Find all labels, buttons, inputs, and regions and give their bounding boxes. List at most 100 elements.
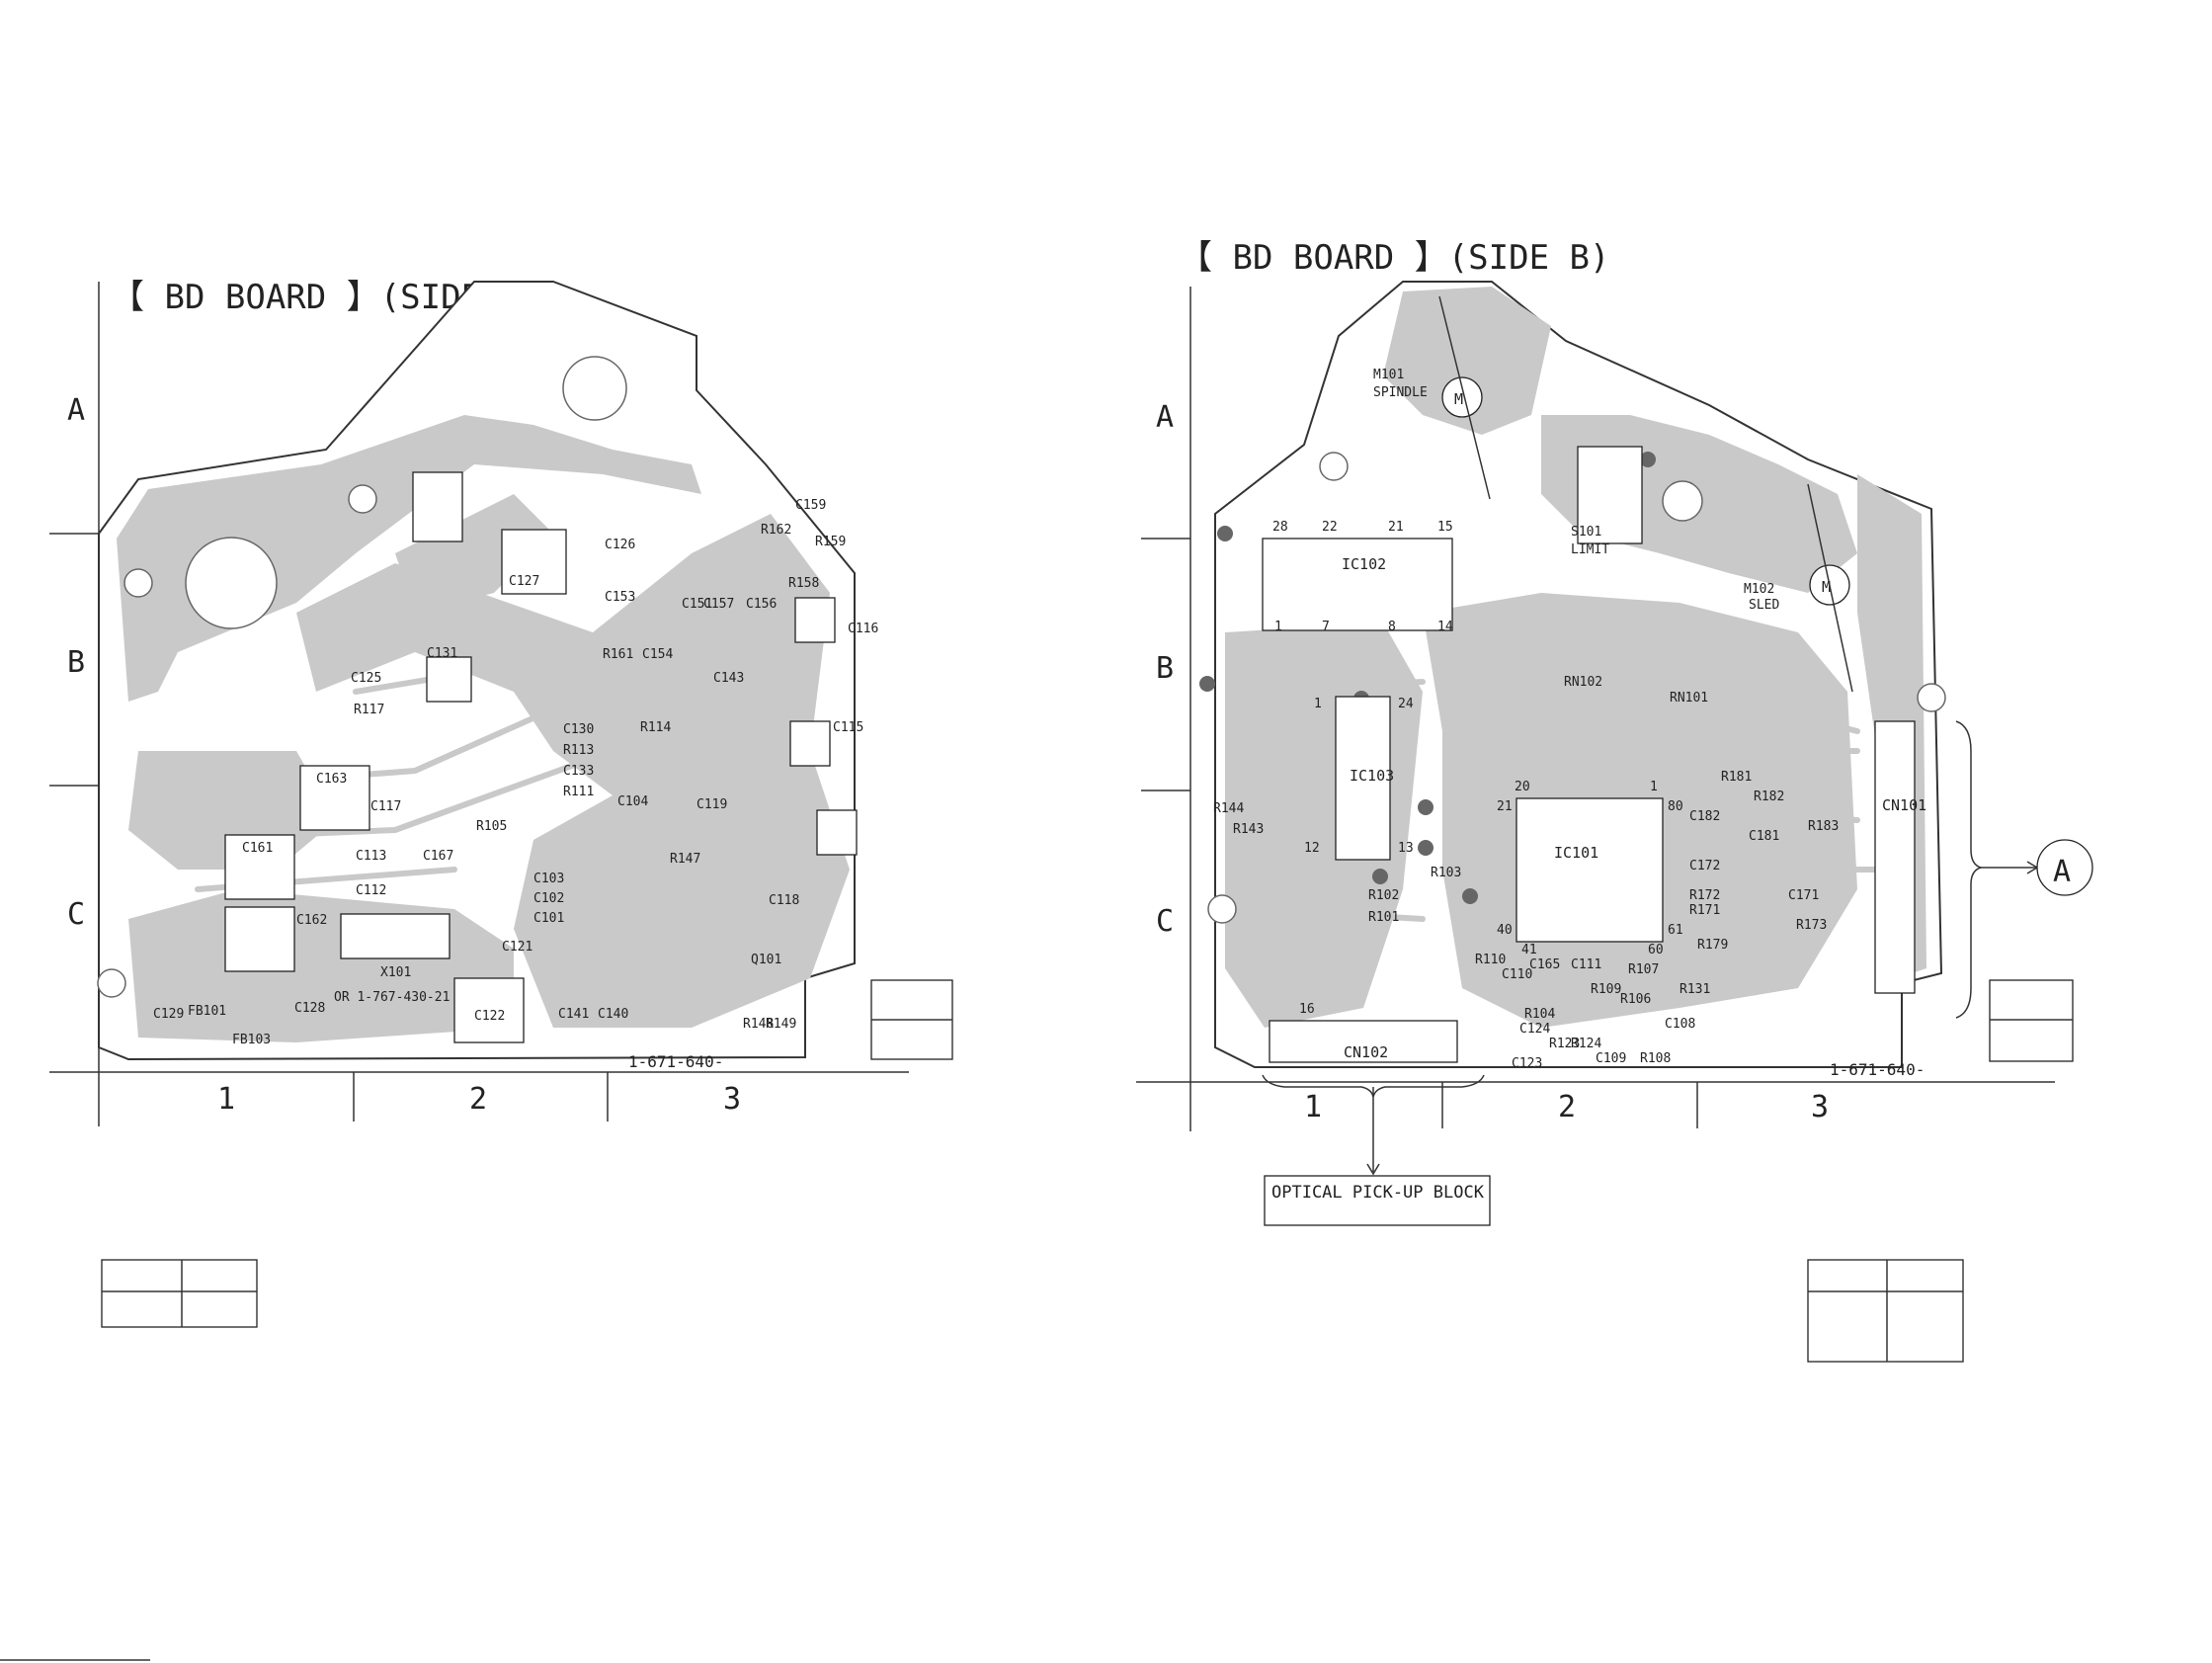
c163-cap: [299, 765, 370, 831]
side-b-mount-hole: [1319, 452, 1349, 481]
comp-label: R106: [1620, 992, 1651, 1007]
comp-label: R110: [1475, 953, 1506, 967]
pin-label: 41: [1521, 943, 1537, 957]
comp-label: C124: [1519, 1022, 1550, 1037]
comp-label: C141: [558, 1007, 589, 1022]
comp-label: R108: [1640, 1051, 1671, 1066]
comp-label: FB101: [188, 1004, 226, 1019]
comp-label: C108: [1665, 1017, 1695, 1032]
comp-label: C182: [1689, 809, 1720, 824]
side-b-title: 【 BD BOARD 】(SIDE B): [1179, 238, 1609, 278]
pin-label: 21: [1388, 520, 1404, 535]
comp-label: R113: [563, 743, 594, 758]
comp-label: C121: [502, 940, 533, 955]
side-b-mount-hole: [1207, 894, 1237, 924]
comp-label: SPINDLE: [1373, 385, 1428, 400]
comp-label: RN101: [1670, 691, 1708, 706]
comp-label: C129: [153, 1007, 184, 1022]
comp-label: R162: [761, 523, 791, 538]
comp-label: C128: [294, 1001, 325, 1016]
s101-switch: [1577, 446, 1643, 544]
pin-label: 7: [1322, 620, 1330, 634]
comp-label: C127: [509, 574, 539, 589]
comp-label: M102: [1744, 582, 1774, 597]
cn102-connector: [1269, 1020, 1458, 1063]
comp-label: C154: [642, 647, 673, 662]
comp-label: LIMIT: [1571, 542, 1609, 557]
side-b-part-number: 1-671-640-: [1830, 1060, 1925, 1079]
comp-label: C130: [563, 722, 594, 737]
comp-label: C153: [605, 590, 635, 605]
pin-label: 13: [1398, 841, 1414, 856]
side-b-row-label: C: [1156, 904, 1174, 939]
ic102-chip: [1262, 538, 1453, 631]
side-b-via: [1217, 526, 1233, 541]
comp-label: IC103: [1350, 767, 1394, 785]
comp-label: R179: [1697, 938, 1728, 953]
comp-label: R173: [1796, 918, 1827, 933]
comp-label: C167: [423, 849, 453, 864]
comp-label: C102: [533, 891, 564, 906]
comp-label: R123: [1549, 1037, 1580, 1051]
comp-label: R131: [1679, 982, 1710, 997]
comp-label: C103: [533, 872, 564, 886]
comp-label: R103: [1431, 866, 1461, 880]
comp-label: M101: [1373, 368, 1404, 382]
comp-label: CN101: [1882, 796, 1926, 814]
comp-label: R182: [1754, 790, 1784, 804]
pin-label: 8: [1388, 620, 1396, 634]
x101-crystal: [340, 913, 451, 959]
comp-label: C165: [1529, 957, 1560, 972]
comp-label: C109: [1596, 1051, 1626, 1066]
comp-label: R114: [640, 720, 671, 735]
side-a-traces: [155, 589, 783, 971]
connector-a-circle: [2036, 839, 2093, 896]
comp-label: R104: [1524, 1007, 1555, 1022]
c162-cap: [224, 906, 295, 972]
comp-label: X101: [380, 965, 411, 980]
comp-label: C133: [563, 764, 594, 779]
comp-label: C113: [356, 849, 386, 864]
comp-label: C122: [474, 1009, 505, 1024]
side-b-via: [1372, 869, 1388, 884]
pin-label: 15: [1437, 520, 1453, 535]
pin-label: 20: [1515, 780, 1530, 794]
comp-label: IC101: [1554, 844, 1598, 862]
comp-label: R144: [1213, 801, 1244, 816]
pin-label: 1: [1274, 620, 1282, 634]
side-b-via: [1418, 799, 1434, 815]
side-b-copper: [1383, 287, 1551, 435]
comp-label: C161: [242, 841, 273, 856]
connector-a-label: A: [2053, 855, 2071, 889]
side-a-copper: [395, 494, 553, 613]
cn101-connector: [1874, 720, 1916, 994]
pin-label: 80: [1668, 799, 1683, 814]
side-a-mount-hole: [185, 537, 278, 629]
side-a-table-box: [101, 1259, 258, 1328]
side-a-col-label: 2: [469, 1082, 487, 1117]
motor-glyph: M: [1822, 578, 1831, 596]
alt-part-label: OR 1-767-430-21: [334, 990, 450, 1005]
pin-label: 61: [1668, 923, 1683, 938]
c127-cap: [501, 529, 567, 595]
pin-label: 16: [1299, 1002, 1315, 1017]
comp-label: R183: [1808, 819, 1839, 834]
comp-label: R148: [743, 1017, 774, 1032]
comp-label: FB103: [232, 1033, 271, 1047]
comp-label: C126: [605, 538, 635, 552]
pin-label: 22: [1322, 520, 1338, 535]
comp-label: C115: [833, 720, 863, 735]
comp-label: C156: [746, 597, 777, 612]
comp-label: C143: [713, 671, 744, 686]
side-b-col-label: 2: [1558, 1090, 1576, 1124]
comp-label: R107: [1628, 962, 1659, 977]
comp-label: R117: [354, 703, 384, 717]
side-a-board: 【 BD BOARD 】(SIDE A) A B C 1 2 3: [49, 278, 953, 1328]
side-b-via: [1199, 676, 1215, 692]
side-b-row-label: B: [1156, 651, 1174, 686]
comp-label: R158: [788, 576, 819, 591]
side-b-mount-hole: [1662, 480, 1703, 522]
comp-label: R124: [1571, 1037, 1601, 1051]
comp-label: C140: [598, 1007, 628, 1022]
pin-label: 60: [1648, 943, 1664, 957]
